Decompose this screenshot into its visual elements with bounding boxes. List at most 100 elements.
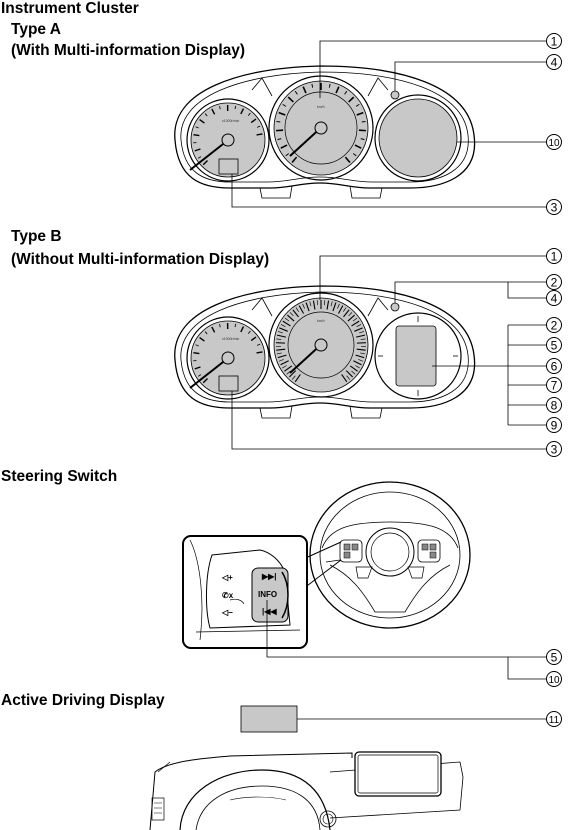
dial-tick xyxy=(247,330,251,334)
prev-track-button[interactable]: |◀◀ xyxy=(262,607,277,616)
heading-active-driving-display: Active Driving Display xyxy=(1,692,165,709)
dial-tick xyxy=(356,324,362,328)
dial-tick xyxy=(292,309,299,318)
dial-tick xyxy=(291,156,298,163)
dial-tick xyxy=(240,326,245,333)
next-track-button[interactable]: ▶▶| xyxy=(261,572,277,581)
svg-text:4: 4 xyxy=(551,292,558,306)
dial-tick xyxy=(354,144,362,149)
dial-tick xyxy=(332,302,337,312)
dial-tick xyxy=(282,103,287,107)
callout-b-2r: 2 xyxy=(546,317,562,333)
callout-a-10: 10 xyxy=(546,134,562,150)
callout-s-10: 10 xyxy=(546,671,562,687)
dial-tick xyxy=(285,153,290,157)
dial-tick xyxy=(194,148,201,152)
speedo-ticks-b xyxy=(276,300,366,383)
callout-d-11: 11 xyxy=(546,711,562,727)
dial-tick xyxy=(193,133,200,137)
callout-s-5: 5 xyxy=(546,649,562,665)
dial-tick xyxy=(276,338,282,340)
dial-tick xyxy=(337,303,340,309)
svg-text:9: 9 xyxy=(551,419,558,433)
dial-tick xyxy=(199,119,205,124)
callout-a-3: 3 xyxy=(546,199,562,215)
dial-tick xyxy=(211,326,216,333)
dial-tick xyxy=(256,133,263,136)
switch-labels: ◁+ ✆x ◁− ▶▶| INFO |◀◀ xyxy=(221,572,277,617)
dial-tick xyxy=(351,370,356,375)
dial-tick xyxy=(360,338,366,340)
callout-b-1: 1 xyxy=(546,248,562,264)
dial-tick xyxy=(348,312,353,317)
dial-tick xyxy=(356,348,366,351)
info-button[interactable]: INFO xyxy=(258,590,277,599)
dial-tick xyxy=(337,305,344,314)
switch-inset xyxy=(182,535,342,649)
dial-tick xyxy=(240,108,245,115)
callout-a-4: 4 xyxy=(546,54,562,70)
dial-tick xyxy=(256,351,263,354)
dial-tick xyxy=(197,156,202,159)
callout-b-7: 7 xyxy=(546,377,562,393)
svg-text:10: 10 xyxy=(548,675,560,686)
svg-text:5: 5 xyxy=(551,339,558,353)
steering-wheel xyxy=(309,481,471,629)
dial-tick xyxy=(291,375,296,380)
svg-text:6: 6 xyxy=(551,360,558,374)
tacho-sub-display-a xyxy=(218,158,239,175)
dial-tick xyxy=(349,365,358,372)
cluster-type-b xyxy=(174,285,476,419)
dial-tick xyxy=(358,359,364,362)
callout-b-2: 2 xyxy=(546,274,562,290)
dial-tick xyxy=(276,352,282,355)
dial-tick xyxy=(199,337,205,342)
multi-information-display-a xyxy=(378,98,458,178)
volume-down-button[interactable]: ◁− xyxy=(221,608,233,617)
callout-b-4: 4 xyxy=(546,290,562,306)
dial-tick xyxy=(309,301,312,307)
dial-tick xyxy=(277,354,287,359)
dial-tick xyxy=(202,378,208,384)
dial-tick xyxy=(343,309,350,318)
dial-tick xyxy=(330,301,333,307)
svg-text:2: 2 xyxy=(551,276,558,290)
dial-tick xyxy=(280,360,289,366)
voice-button[interactable]: ✆x xyxy=(222,591,234,600)
dial-tick xyxy=(286,370,291,375)
dial-tick xyxy=(280,144,288,149)
needles-a xyxy=(189,121,328,171)
svg-text:11: 11 xyxy=(549,715,560,726)
heading-type-b-sub: (Without Multi-information Display) xyxy=(11,251,270,268)
svg-text:3: 3 xyxy=(551,443,558,457)
dial-tick xyxy=(352,317,358,322)
dial-tick xyxy=(279,327,288,332)
volume-up-button[interactable]: ◁+ xyxy=(221,573,233,582)
tacho-unit-a: x1000r/min xyxy=(222,119,239,123)
dial-tick xyxy=(276,334,286,338)
dial-tick xyxy=(277,138,282,141)
dial-tick xyxy=(326,300,330,310)
svg-text:1: 1 xyxy=(551,250,558,264)
dial-tick xyxy=(344,156,351,163)
dial-tick xyxy=(347,314,355,322)
dashboard xyxy=(149,751,464,830)
dial-tick xyxy=(353,360,362,366)
callout-a-1: 1 xyxy=(546,33,562,49)
tacho-ticks-a xyxy=(193,104,263,166)
dial-tick xyxy=(355,103,360,107)
dial-tick xyxy=(360,138,365,141)
callout-b-6: 6 xyxy=(546,358,562,374)
dial-tick xyxy=(352,153,357,157)
callout-b-9: 9 xyxy=(546,417,562,433)
dial-tick xyxy=(302,86,307,94)
dial-tick xyxy=(278,359,284,362)
dial-tick xyxy=(276,348,286,351)
dial-tick xyxy=(280,324,286,328)
center-display xyxy=(354,751,442,797)
leaders-a xyxy=(231,40,546,208)
dial-tick xyxy=(335,86,340,94)
callout-b-8: 8 xyxy=(546,397,562,413)
dial-tick xyxy=(344,90,348,95)
